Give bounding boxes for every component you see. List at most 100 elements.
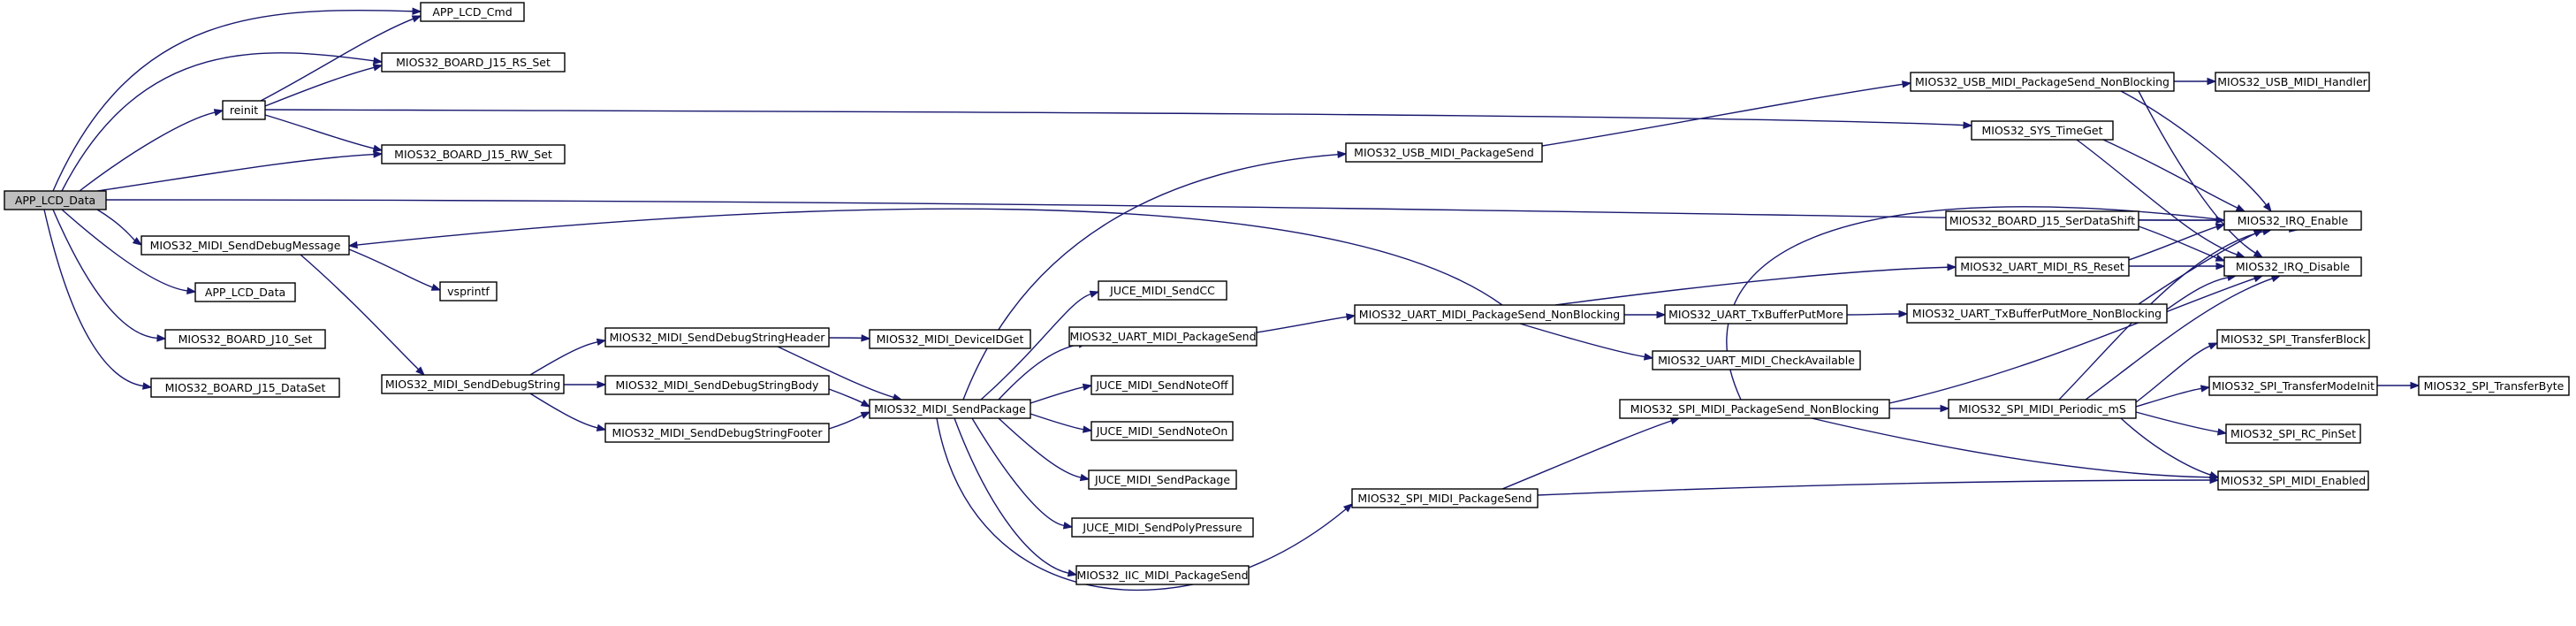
- edge-line: [1846, 313, 1900, 316]
- node-label: MIOS32_MIDI_SendDebugStringHeader: [610, 331, 826, 344]
- function-node-vsprintf[interactable]: vsprintf: [439, 281, 498, 302]
- function-node-juce-midi-sendnoteon[interactable]: JUCE_MIDI_SendNoteOn: [1090, 421, 1234, 441]
- call-edge-mios32_midi_sendpackage-to-mios32_usb_midi_packagesend: [962, 150, 1348, 401]
- function-node-mios32-uart-midi-packagesend-nonblocking[interactable]: MIOS32_UART_MIDI_PackageSend_NonBlocking: [1354, 304, 1625, 324]
- arrowhead-icon: [596, 424, 607, 431]
- arrowhead-icon: [2208, 470, 2220, 479]
- call-edge-mios32_midi_senddebugmessage-to-vsprintf: [348, 248, 442, 291]
- edge-line: [1537, 479, 2211, 496]
- edge-line: [96, 153, 375, 192]
- edge-line: [954, 417, 1069, 574]
- edge-line: [980, 293, 1091, 401]
- arrowhead-icon: [1963, 121, 1973, 129]
- function-node-app-lcd-cmd[interactable]: APP_LCD_Cmd: [420, 2, 525, 22]
- function-node-mios32-uart-midi-rs-reset[interactable]: MIOS32_UART_MIDI_RS_Reset: [1955, 256, 2130, 277]
- node-box: [869, 329, 1031, 349]
- function-node-mios32-iic-midi-packagesend[interactable]: MIOS32_IIC_MIDI_PackageSend: [1075, 565, 1250, 585]
- edge-line: [2138, 225, 2217, 259]
- function-node-juce-midi-sendcc[interactable]: JUCE_MIDI_SendCC: [1098, 280, 1227, 301]
- arrowhead-icon: [373, 150, 384, 158]
- node-box: [1090, 421, 1234, 441]
- function-node-mios32-midi-senddebugstringfooter[interactable]: MIOS32_MIDI_SendDebugStringFooter: [604, 423, 830, 443]
- function-node-mios32-midi-sendpackage[interactable]: MIOS32_MIDI_SendPackage: [869, 399, 1031, 419]
- function-node-mios32-spi-transfermodeinit[interactable]: MIOS32_SPI_TransferModeInit: [2208, 376, 2378, 396]
- function-node-mios32-uart-txbufferputmore-nonblocking[interactable]: MIOS32_UART_TxBufferPutMore_NonBlocking: [1906, 303, 2168, 324]
- function-node-mios32-midi-deviceidget[interactable]: MIOS32_MIDI_DeviceIDGet: [869, 329, 1031, 349]
- function-node-mios32-usb-midi-handler[interactable]: MIOS32_USB_MIDI_Handler: [2215, 72, 2370, 92]
- function-node-mios32-usb-midi-packagesend-nonblocking[interactable]: MIOS32_USB_MIDI_PackageSend_NonBlocking: [1910, 72, 2175, 92]
- node-label: MIOS32_SPI_MIDI_PackageSend_NonBlocking: [1630, 402, 1879, 416]
- call-edge-app_lcd_data_root-to-mios32_board_j15_rs_set: [61, 52, 384, 192]
- function-node-mios32-uart-midi-checkavailable[interactable]: MIOS32_UART_MIDI_CheckAvailable: [1652, 350, 1861, 370]
- arrowhead-icon: [2207, 77, 2217, 86]
- function-node-mios32-irq-enable[interactable]: MIOS32_IRQ_Enable: [2223, 210, 2362, 231]
- node-label: MIOS32_UART_MIDI_RS_Reset: [1960, 260, 2124, 273]
- function-node-juce-midi-sendpackage[interactable]: JUCE_MIDI_SendPackage: [1088, 470, 1237, 490]
- node-label: MIOS32_UART_TxBufferPutMore_NonBlocking: [1912, 307, 2162, 320]
- node-box: [1090, 375, 1234, 395]
- node-label: vsprintf: [447, 285, 490, 298]
- call-edge-mios32_midi_sendpackage-to-juce_midi_sendpackage: [998, 417, 1090, 482]
- node-label: MIOS32_SPI_MIDI_Enabled: [2221, 474, 2366, 487]
- edge-line: [1256, 316, 1348, 333]
- function-node-mios32-spi-midi-periodic-ms[interactable]: MIOS32_SPI_MIDI_Periodic_mS: [1948, 399, 2137, 419]
- function-node-mios32-midi-senddebugmessage[interactable]: MIOS32_MIDI_SendDebugMessage: [141, 235, 350, 256]
- function-node-app-lcd-data[interactable]: APP_LCD_Data: [194, 282, 296, 302]
- arrowhead-icon: [2207, 342, 2219, 350]
- edge-line: [2120, 90, 2268, 206]
- function-node-mios32-sys-timeget[interactable]: MIOS32_SYS_TimeGet: [1971, 120, 2114, 141]
- node-box: [1619, 399, 1890, 419]
- edge-line: [2076, 139, 2238, 256]
- call-edge-mios32_spi_midi_packagesend-to-mios32_spi_midi_enabled: [1537, 476, 2220, 496]
- node-box: [1075, 565, 1250, 585]
- call-edge-mios32_uart_midi_packagesend_nonblocking-to-mios32_midi_senddebugmessage: [347, 208, 1503, 306]
- function-node-mios32-spi-transferblock[interactable]: MIOS32_SPI_TransferBlock: [2216, 329, 2370, 349]
- function-node-mios32-uart-midi-packagesend[interactable]: MIOS32_UART_MIDI_PackageSend: [1068, 326, 1258, 347]
- arrowhead-icon: [347, 240, 358, 249]
- node-label: MIOS32_SPI_TransferModeInit: [2212, 379, 2375, 393]
- edge-line: [96, 209, 136, 241]
- edge-line: [828, 415, 863, 430]
- function-node-reinit[interactable]: reinit: [222, 100, 266, 120]
- node-box: [2208, 376, 2378, 396]
- node-box: [439, 281, 498, 302]
- function-node-mios32-board-j15-dataset[interactable]: MIOS32_BOARD_J15_DataSet: [150, 378, 340, 398]
- call-edge-mios32_uart_midi_packagesend_nonblocking-to-mios32_uart_midi_rs_reset: [1554, 263, 1957, 306]
- node-label: MIOS32_IIC_MIDI_PackageSend: [1076, 569, 1248, 582]
- call-edge-mios32_usb_midi_packagesend_nonblocking-to-mios32_usb_midi_handler: [2174, 77, 2217, 86]
- call-edge-mios32_spi_midi_packagesend_nonblocking-to-mios32_spi_midi_enabled: [1811, 417, 2220, 482]
- function-node-juce-midi-sendpolypressure[interactable]: JUCE_MIDI_SendPolyPressure: [1071, 517, 1254, 538]
- function-node-mios32-board-j10-set[interactable]: MIOS32_BOARD_J10_Set: [164, 329, 326, 349]
- edge-line: [998, 417, 1082, 478]
- function-node-mios32-uart-txbufferputmore[interactable]: MIOS32_UART_TxBufferPutMore: [1664, 304, 1848, 324]
- arrowhead-icon: [1337, 150, 1348, 158]
- function-node-mios32-board-j15-rs-set[interactable]: MIOS32_BOARD_J15_RS_Set: [381, 52, 566, 73]
- function-node-mios32-midi-senddebugstringheader[interactable]: MIOS32_MIDI_SendDebugStringHeader: [604, 327, 830, 347]
- node-label: MIOS32_SPI_TransferBlock: [2221, 332, 2367, 346]
- function-node-mios32-midi-senddebugstring[interactable]: MIOS32_MIDI_SendDebugString: [381, 374, 565, 394]
- function-node-juce-midi-sendnoteoff[interactable]: JUCE_MIDI_SendNoteOff: [1090, 375, 1234, 395]
- node-label: MIOS32_SPI_MIDI_Periodic_mS: [1958, 402, 2126, 416]
- function-node-mios32-midi-senddebugstringbody[interactable]: MIOS32_MIDI_SendDebugStringBody: [604, 375, 830, 395]
- call-edge-app_lcd_data_root-to-mios32_irq_enable: [105, 199, 2226, 225]
- function-node-mios32-board-j15-rw-set[interactable]: MIOS32_BOARD_J15_RW_Set: [381, 144, 566, 164]
- function-node-mios32-spi-rc-pinset[interactable]: MIOS32_SPI_RC_PinSet: [2225, 424, 2361, 444]
- function-node-mios32-spi-midi-enabled[interactable]: MIOS32_SPI_MIDI_Enabled: [2217, 470, 2369, 491]
- call-edge-mios32_spi_midi_packagesend_nonblocking-to-mios32_irq_disable: [1888, 275, 2264, 404]
- function-node-mios32-spi-midi-packagesend-nonblocking[interactable]: MIOS32_SPI_MIDI_PackageSend_NonBlocking: [1619, 399, 1890, 419]
- function-node-mios32-board-j15-serdatashift[interactable]: MIOS32_BOARD_J15_SerDataShift: [1945, 210, 2139, 231]
- call-edge-app_lcd_data_root-to-mios32_board_j15_dataset: [43, 209, 153, 390]
- call-edge-mios32_usb_midi_packagesend_nonblocking-to-mios32_irq_enable: [2120, 90, 2272, 213]
- function-node-mios32-usb-midi-packagesend[interactable]: MIOS32_USB_MIDI_PackageSend: [1345, 142, 1543, 163]
- function-node-mios32-spi-midi-packagesend[interactable]: MIOS32_SPI_MIDI_PackageSend: [1351, 488, 1539, 508]
- edge-line: [61, 52, 375, 192]
- arrowhead-icon: [132, 237, 143, 246]
- function-node-mios32-irq-disable[interactable]: MIOS32_IRQ_Disable: [2223, 256, 2362, 277]
- node-label: JUCE_MIDI_SendNoteOff: [1095, 378, 1228, 392]
- edge-line: [1726, 206, 2291, 401]
- function-nodes: APP_LCD_Data APP_LCD_CmdMIOS32_BOARD_J15_…: [4, 2, 2570, 585]
- node-box: [381, 144, 566, 164]
- function-node-mios32-spi-transferbyte[interactable]: MIOS32_SPI_TransferByte: [2418, 376, 2570, 396]
- node-box: [4, 190, 107, 210]
